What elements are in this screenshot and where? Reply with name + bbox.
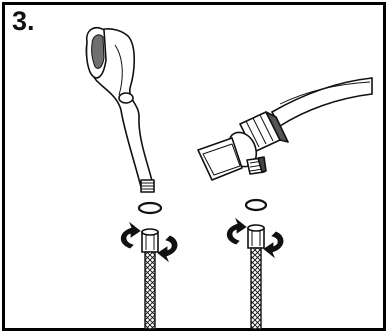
shower-arm-pipe [272,78,372,126]
handheld-shower-head [86,28,154,192]
rubber-washer-left [139,203,161,213]
shower-arm-bracket [198,112,288,180]
braided-hose-right [251,248,261,329]
hose-nut-right [248,225,264,248]
rubber-washer-right [246,200,266,210]
hose-nut-left [142,229,158,252]
braided-hose-left [145,252,155,329]
